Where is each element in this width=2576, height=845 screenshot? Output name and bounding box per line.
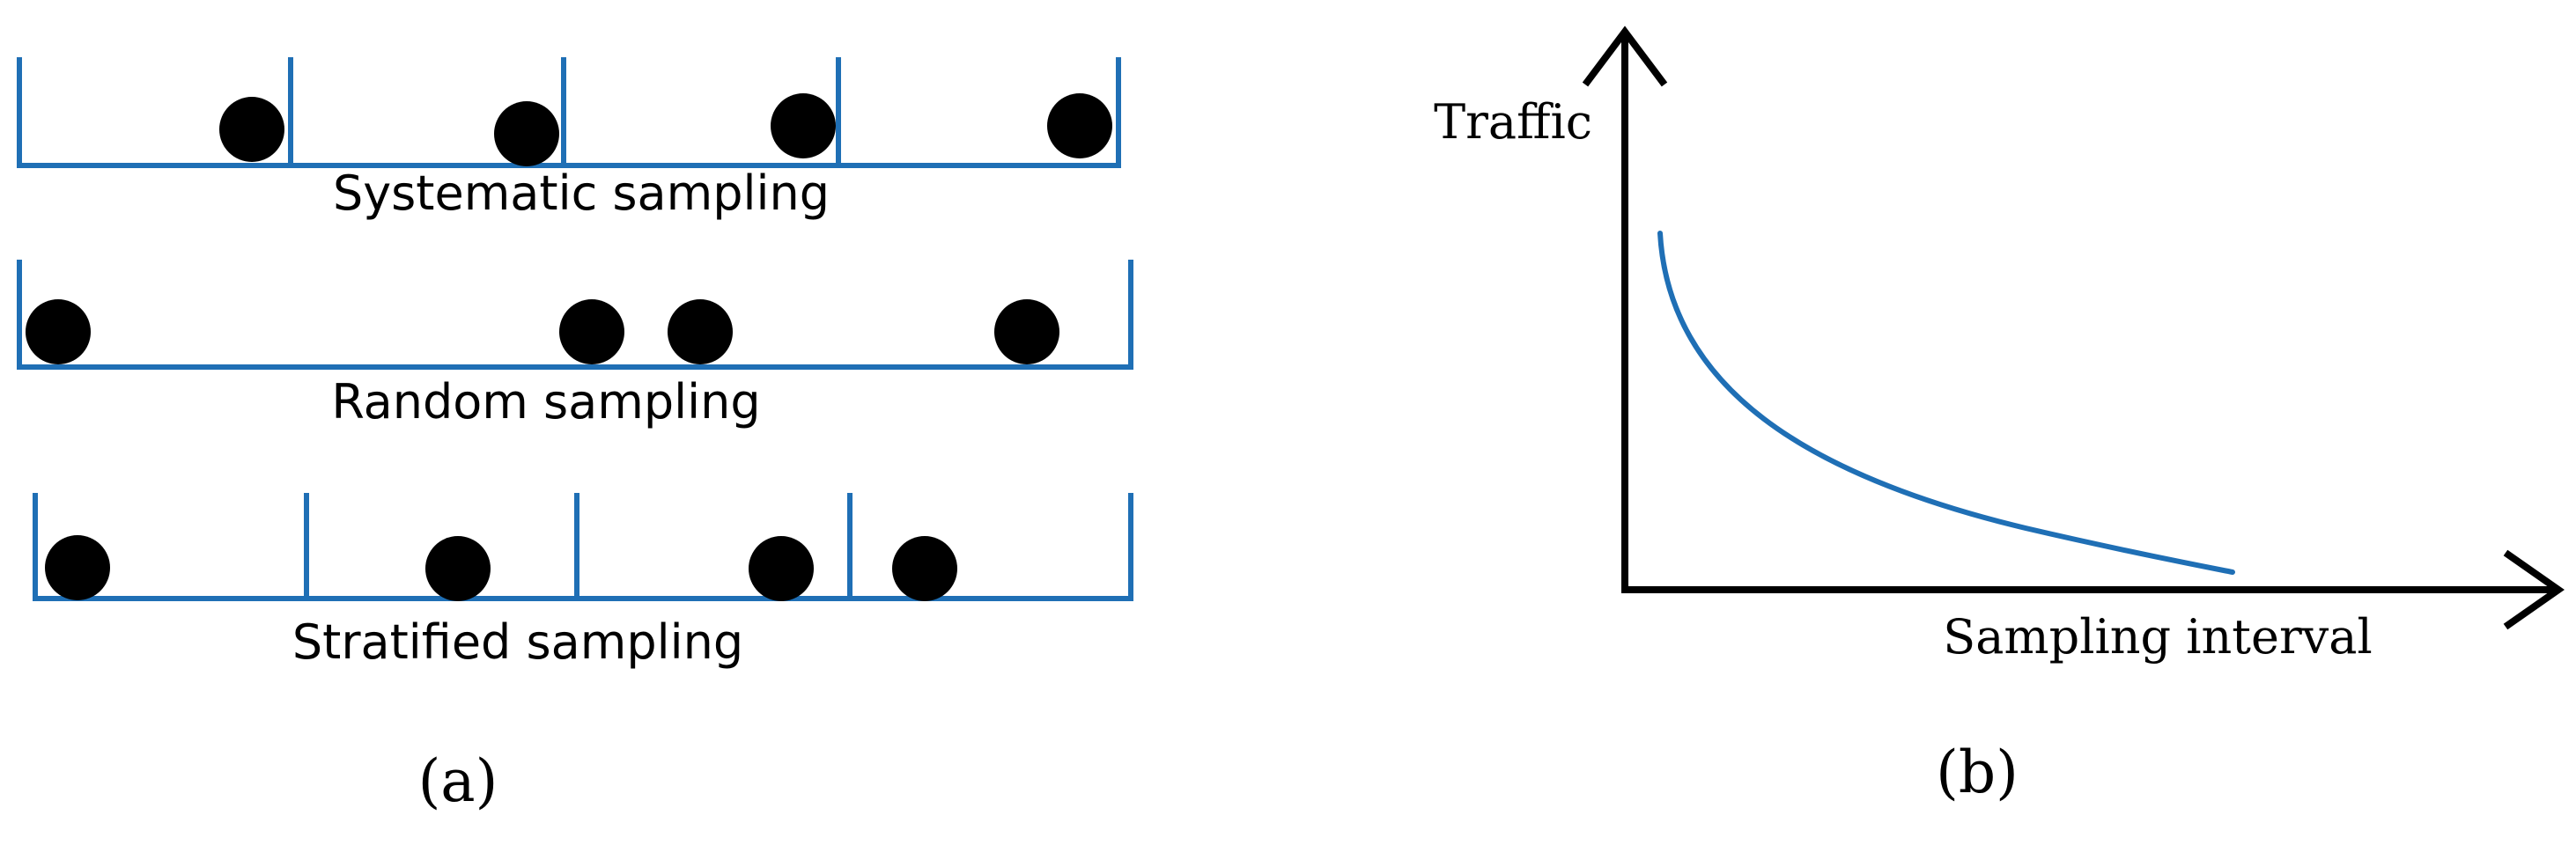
x-axis-arrowhead xyxy=(2503,549,2565,630)
random-sample-dot xyxy=(994,299,1059,364)
random-interval-bar xyxy=(17,260,1133,370)
systematic-interval-bar xyxy=(17,57,1121,168)
stratified-caption: Stratified sampling xyxy=(292,614,743,670)
systematic-sample-dot xyxy=(771,93,836,158)
panel-b: Traffic Sampling interval (b) xyxy=(1434,26,2565,806)
random-caption: Random sampling xyxy=(331,374,760,430)
row-systematic: Systematic sampling xyxy=(17,57,1121,221)
row-random: Random sampling xyxy=(17,260,1133,430)
y-axis-label: Traffic xyxy=(1434,94,1592,150)
y-axis-arrowhead xyxy=(1582,26,1668,87)
random-sample-dot xyxy=(26,299,91,364)
panel-a: Systematic sampling Random sampling Stra… xyxy=(17,57,1133,815)
systematic-caption: Systematic sampling xyxy=(333,165,830,221)
systematic-sample-dot xyxy=(219,97,284,162)
stratified-sample-dot xyxy=(45,535,110,600)
stratified-sample-dot xyxy=(892,536,957,601)
stratified-sample-dot xyxy=(425,536,491,601)
systematic-sample-dot xyxy=(494,101,559,166)
row-stratified: Stratified sampling xyxy=(33,493,1133,670)
systematic-sample-dot xyxy=(1047,93,1112,158)
x-axis-label: Sampling interval xyxy=(1943,609,2373,665)
panel-a-label: (a) xyxy=(418,747,498,815)
traffic-curve xyxy=(1657,231,2235,575)
panel-b-label: (b) xyxy=(1936,738,2019,806)
random-sample-dot xyxy=(559,299,624,364)
stratified-sample-dot xyxy=(749,536,814,601)
stratified-interval-bar xyxy=(33,493,1133,601)
random-sample-dot xyxy=(668,299,733,364)
